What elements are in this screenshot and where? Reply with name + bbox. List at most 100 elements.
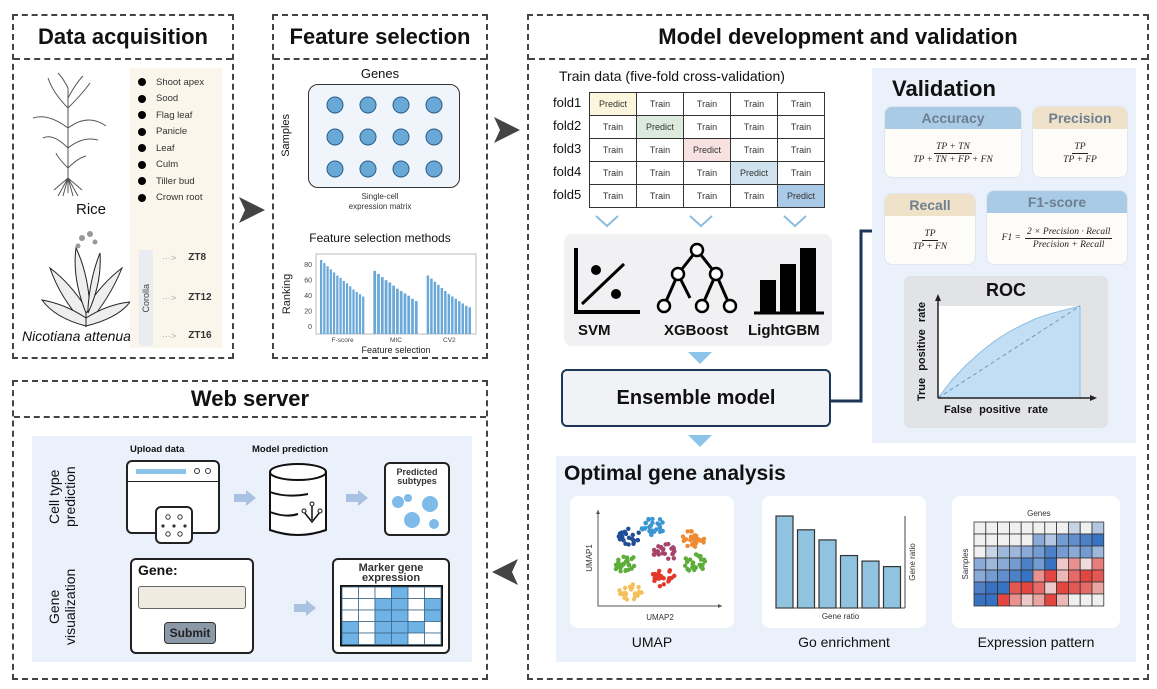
- y-tick-label: 40: [304, 293, 312, 300]
- go-caption: Go enrichment: [798, 634, 890, 650]
- bar: [399, 291, 403, 334]
- nicotiana-label: Nicotiana attenuata: [22, 328, 143, 344]
- cv-cell-train: Train: [636, 138, 684, 162]
- umap-caption: UMAP: [631, 634, 673, 650]
- umap-point: [626, 535, 632, 541]
- y-axis-label: Samples: [961, 548, 970, 579]
- x-axis-label: Genes: [1027, 509, 1051, 518]
- bar: [345, 283, 349, 334]
- umap-point: [655, 521, 660, 526]
- umap-point: [685, 559, 690, 565]
- bar: [451, 296, 454, 334]
- bullet-icon: [138, 177, 146, 186]
- umap-point: [629, 566, 634, 571]
- umap-point: [618, 568, 623, 574]
- heatmap-cell: [1091, 533, 1105, 547]
- bar: [377, 273, 380, 334]
- heatmap-cell: [973, 581, 987, 595]
- timepoint-item: ···>ZT8: [162, 252, 207, 263]
- optimal-title: Optimal gene analysis: [564, 462, 786, 485]
- grid-cell: [374, 632, 392, 645]
- umap-point: [693, 552, 699, 557]
- umap-point: [631, 596, 637, 602]
- y-axis-arrow-icon: [596, 510, 600, 514]
- umap-point: [650, 516, 655, 522]
- bar: [426, 275, 430, 334]
- grid-cell: [424, 586, 442, 599]
- arrow-right-icon: [346, 490, 368, 506]
- umap-point: [619, 534, 625, 540]
- umap-point: [685, 543, 690, 549]
- metric-label: Precision: [1033, 107, 1127, 129]
- heatmap-cell: [1091, 545, 1105, 559]
- umap-point: [657, 524, 662, 529]
- bar: [388, 282, 392, 334]
- umap-point: [688, 534, 694, 539]
- cv-cell-train: Train: [589, 138, 637, 162]
- heatmap-cell: [1068, 557, 1081, 571]
- heatmap-cell: [1056, 521, 1069, 535]
- umap-point: [667, 569, 672, 574]
- progress-bar: [136, 469, 186, 474]
- umap-point: [688, 537, 693, 543]
- y-tick-label: 0: [308, 324, 312, 331]
- heatmap-cell: [1044, 593, 1058, 607]
- panel-title: Model development and validation: [529, 16, 1147, 60]
- panel-data-acquisition: Data acquisition Rice Nicotiana attenuat…: [12, 14, 234, 359]
- heatmap-cell: [997, 545, 1010, 559]
- cv-cell-train: Train: [589, 184, 637, 208]
- bar: [323, 263, 326, 334]
- heatmap-cell: [1056, 533, 1069, 547]
- x-axis-arrow-icon: [1090, 395, 1097, 401]
- umap-point: [639, 526, 645, 531]
- cv-cell-train: Train: [730, 92, 778, 116]
- x-axis-label: Feature selection: [361, 345, 430, 355]
- y-axis-label: Gene ratio: [908, 543, 917, 581]
- umap-point: [626, 526, 631, 531]
- umap-point: [692, 533, 697, 538]
- window-header: [128, 462, 218, 482]
- heatmap-cell: [1032, 569, 1046, 583]
- cv-cell-train: Train: [683, 161, 731, 185]
- panel-model-development: Model development and validation Train d…: [527, 14, 1149, 680]
- heatmap-cell: [1056, 569, 1069, 583]
- matrix-dot: [359, 96, 377, 114]
- bar: [392, 285, 395, 334]
- panel-title: Web server: [14, 382, 486, 418]
- timepoint-item: ···>ZT16: [162, 330, 212, 341]
- tissue-item: Culm: [138, 157, 222, 174]
- grid-cell: [407, 621, 425, 634]
- bullet-icon: [138, 78, 146, 87]
- umap-point: [631, 540, 636, 545]
- triangle-down-icon: [688, 352, 712, 364]
- umap-point: [656, 568, 662, 574]
- umap-point: [650, 571, 656, 577]
- roc-chart: [935, 294, 1097, 401]
- heatmap-cell: [1079, 593, 1093, 607]
- umap-point: [697, 554, 702, 559]
- y-tick-label: 20: [304, 308, 312, 315]
- cv-cell-predict: Predict: [777, 184, 825, 208]
- umap-point: [643, 520, 648, 526]
- fold-label: fold1: [553, 95, 582, 110]
- xgboost-tree-icon: [656, 242, 738, 314]
- umap-point: [631, 555, 636, 560]
- metric-label: F1-score: [987, 191, 1127, 213]
- gene-input[interactable]: [138, 586, 246, 609]
- expr-caption: Expression pattern: [977, 634, 1095, 650]
- corolla-bar: Corolla: [139, 250, 153, 346]
- matrix-dot: [326, 160, 344, 178]
- umap-point: [616, 559, 621, 565]
- x-tick-label: F-score: [332, 337, 354, 344]
- x-axis-label: UMAP2: [646, 613, 674, 622]
- samples-label: Samples: [280, 114, 292, 157]
- umap-point: [693, 565, 699, 570]
- cv-title: Train data (five-fold cross-validation): [559, 68, 785, 84]
- submit-button[interactable]: Submit: [164, 622, 216, 644]
- cv-cell-train: Train: [636, 92, 684, 116]
- metric-label: Recall: [885, 194, 975, 216]
